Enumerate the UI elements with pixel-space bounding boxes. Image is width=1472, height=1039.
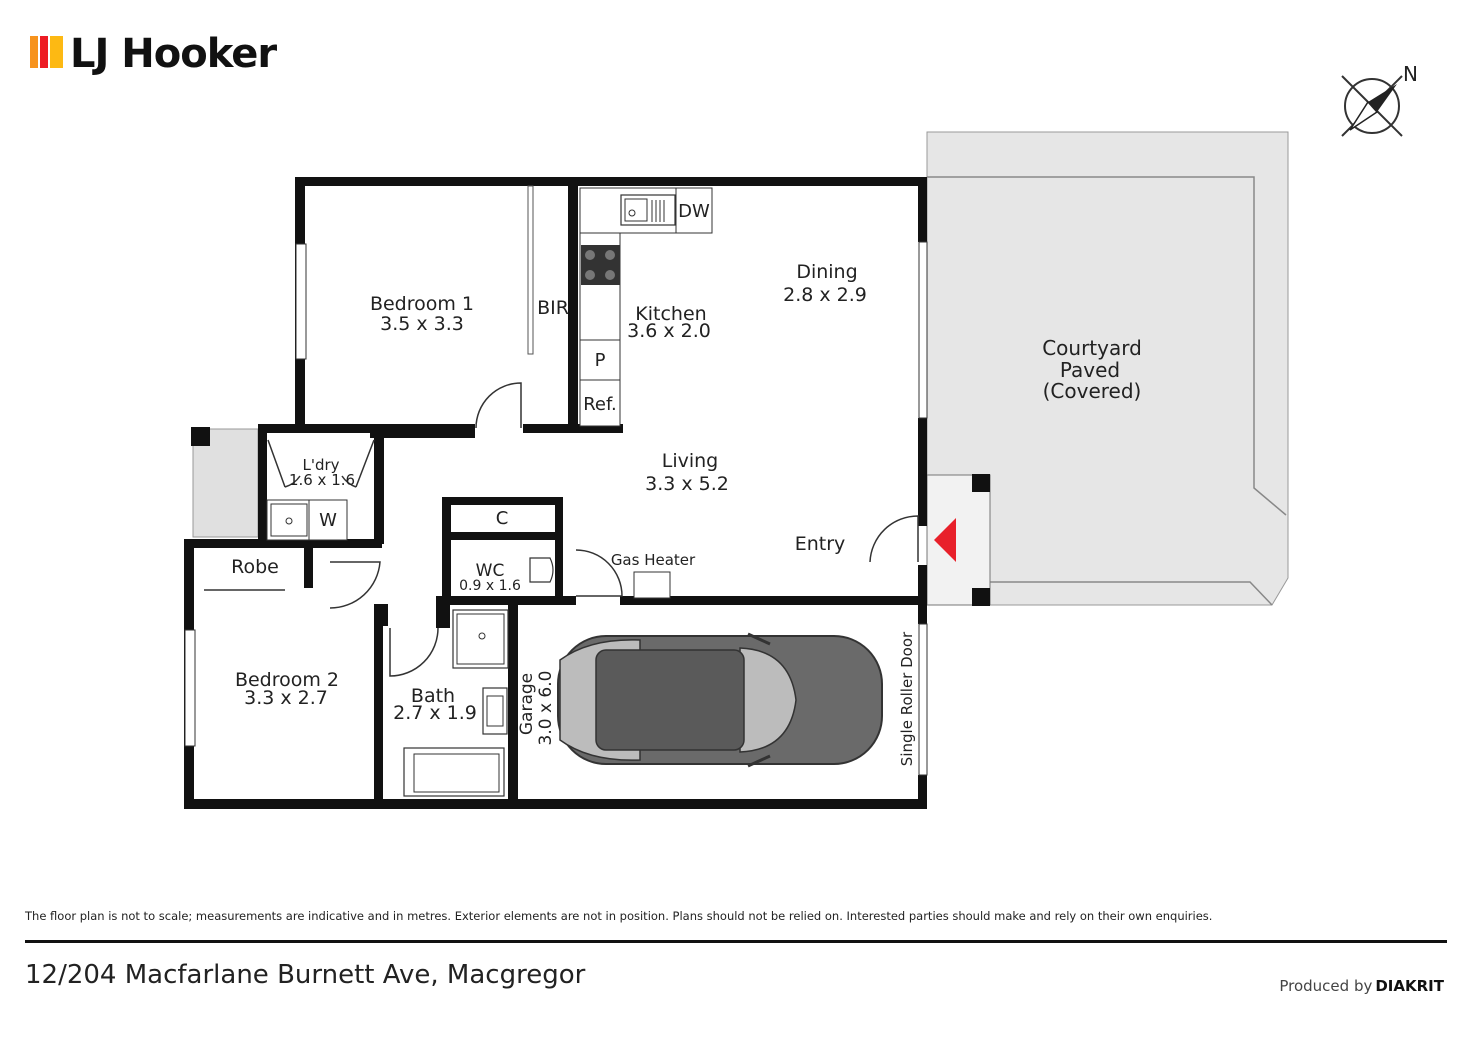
entry-marker-icon [934, 518, 956, 562]
toilet-icon [529, 557, 554, 583]
wc-name: WC [476, 561, 505, 581]
garage-size: 3.0 x 6.0 [536, 671, 556, 746]
bedroom1-size: 3.5 x 3.3 [380, 313, 464, 335]
bathroom-fixtures [403, 609, 509, 797]
side-court [192, 428, 259, 538]
bedroom1-name: Bedroom 1 [370, 293, 474, 315]
courtyard-line3: (Covered) [1043, 379, 1142, 403]
doors [204, 382, 919, 677]
producer-name: DIAKRIT [1375, 977, 1444, 995]
kitchen-name: Kitchen [635, 303, 706, 325]
dining-name: Dining [796, 261, 857, 283]
wc-size: 0.9 x 1.6 [459, 578, 521, 594]
sink-icon [620, 194, 676, 226]
pantry-label: P [595, 350, 606, 371]
porch-post [972, 588, 990, 606]
produced-by-label: Produced by [1279, 977, 1373, 995]
courtyard-line1: Courtyard [1042, 336, 1142, 360]
logo-bar-red [40, 36, 48, 68]
dishwasher-label: DW [678, 201, 710, 222]
gas-heater-label: Gas Heater [611, 551, 696, 569]
bedroom2-name: Bedroom 2 [235, 669, 339, 691]
brand-name: LJ Hooker [70, 31, 277, 77]
footer-divider [25, 940, 1447, 943]
fridge-label: Ref. [583, 394, 617, 415]
cooktop-icon [581, 245, 620, 285]
laundry-size: 1.6 x 1.6 [289, 471, 355, 489]
courtyard-line2: Paved [1060, 358, 1120, 382]
gas-heater-icon [633, 571, 671, 599]
bir-label: BIR [537, 297, 569, 319]
roller-door-label: Single Roller Door [898, 631, 916, 766]
bathtub-icon [403, 747, 505, 797]
fridge-space [579, 379, 621, 427]
property-address: 12/204 Macfarlane Burnett Ave, Macgregor [25, 960, 586, 990]
kitchen-fixtures: DW P Ref. [579, 187, 713, 427]
washer-label: W [319, 510, 337, 531]
logo-bar-orange [30, 36, 38, 68]
logo-bar-yellow [50, 36, 63, 68]
living-size: 3.3 x 5.2 [645, 473, 729, 495]
cupboard-label: C [496, 508, 509, 529]
entry-label: Entry [795, 533, 846, 555]
disclaimer: The floor plan is not to scale; measurem… [25, 909, 1213, 923]
porch-post [972, 474, 990, 492]
laundry-fixtures [266, 499, 348, 541]
kitchen-size: 3.6 x 2.0 [627, 320, 711, 342]
laundry-tub-icon [270, 503, 308, 537]
north-compass-icon: N [1341, 62, 1418, 137]
post [191, 427, 210, 446]
lj-hooker-logo: LJ Hooker [30, 31, 278, 77]
dining-size: 2.8 x 2.9 [783, 284, 867, 306]
pantry [579, 339, 621, 381]
bath-size: 2.7 x 1.9 [393, 702, 477, 724]
bath-name: Bath [411, 685, 455, 707]
laundry-name: L'dry [302, 456, 339, 474]
windows [184, 241, 928, 776]
bedroom2-size: 3.3 x 2.7 [244, 687, 328, 709]
courtyard-area [926, 131, 1289, 606]
robe-label: Robe [231, 556, 279, 578]
interior-walls [295, 177, 927, 809]
north-label: N [1403, 62, 1418, 86]
living-name: Living [662, 450, 719, 472]
car-icon [557, 632, 883, 768]
garage-name: Garage [517, 673, 537, 735]
